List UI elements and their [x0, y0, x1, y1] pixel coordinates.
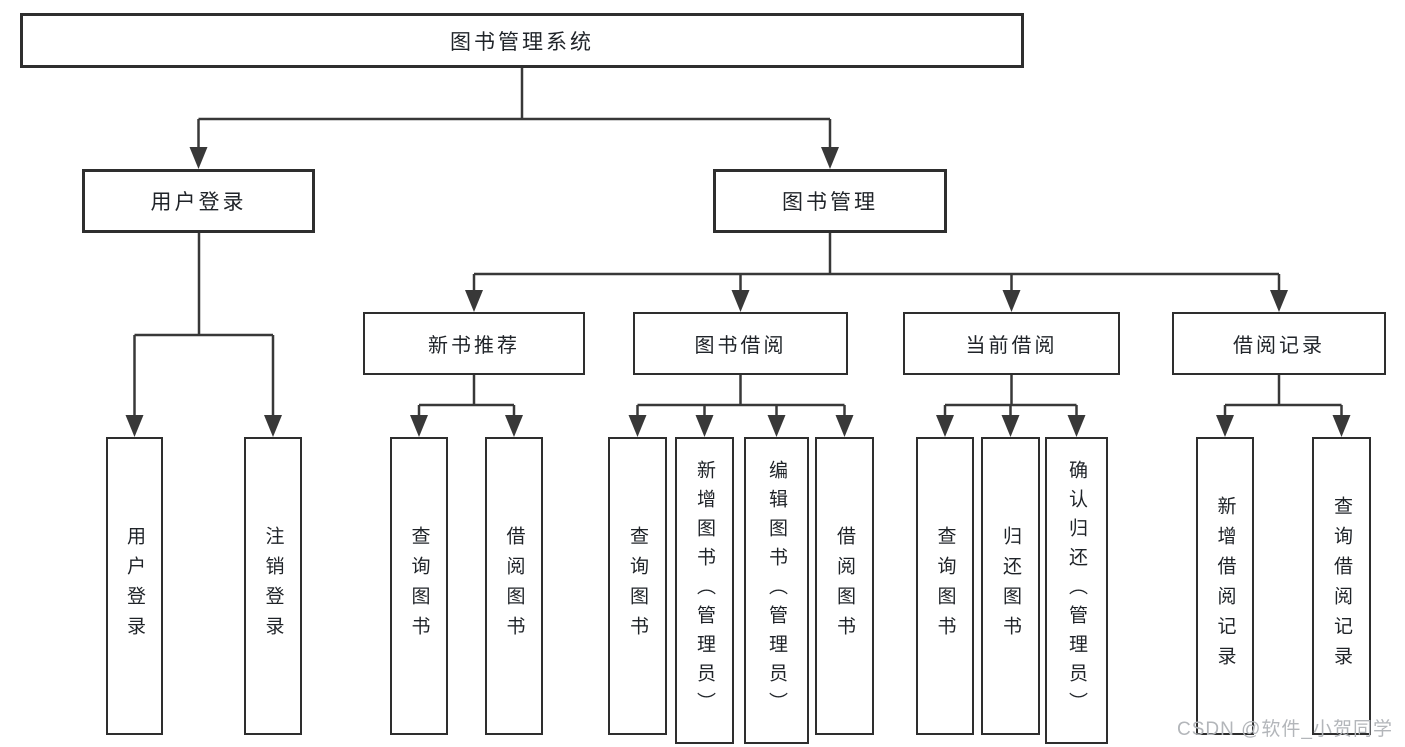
- node-label: 用户登录: [124, 526, 145, 646]
- node-library-management-system: 图书管理系统: [20, 13, 1024, 68]
- node-label: 借阅记录: [1233, 335, 1325, 357]
- leaf-edit-books-admin: 编辑图书（管理员）: [744, 437, 809, 744]
- node-label: 借阅图书: [834, 526, 855, 646]
- leaf-query-books-current: 查询图书: [916, 437, 974, 735]
- node-label: 查询图书: [934, 526, 956, 646]
- csdn-watermark: CSDN @软件_小贺同学: [1177, 719, 1393, 740]
- leaf-query-books-recommend: 查询图书: [390, 437, 448, 735]
- leaf-borrow-books-recommend: 借阅图书: [485, 437, 543, 735]
- leaf-borrow-books: 借阅图书: [815, 437, 874, 735]
- node-label: 归还图书: [1000, 526, 1021, 646]
- leaf-user-login: 用户登录: [106, 437, 163, 735]
- node-label: 当前借阅: [965, 335, 1058, 357]
- node-label: 图书管理: [782, 191, 878, 214]
- leaf-query-borrow-record: 查询借阅记录: [1312, 437, 1371, 735]
- node-label: 新增借阅记录: [1214, 496, 1236, 676]
- leaf-query-books-borrow: 查询图书: [608, 437, 667, 735]
- leaf-add-borrow-record: 新增借阅记录: [1196, 437, 1254, 735]
- leaf-return-books: 归还图书: [981, 437, 1040, 735]
- node-label: 编辑图书（管理员）: [766, 460, 787, 721]
- leaf-logout: 注销登录: [244, 437, 302, 735]
- node-label: 用户登录: [150, 191, 247, 214]
- node-book-management: 图书管理: [713, 169, 947, 233]
- node-label: 借阅图书: [503, 526, 525, 646]
- node-label: 图书管理系统: [450, 30, 594, 54]
- node-new-book-recommend: 新书推荐: [363, 312, 585, 375]
- node-label: 确认归还（管理员）: [1066, 460, 1087, 721]
- leaf-confirm-return-admin: 确认归还（管理员）: [1045, 437, 1108, 744]
- node-label: 图书借阅: [694, 335, 787, 357]
- node-current-borrow: 当前借阅: [903, 312, 1120, 375]
- node-label: 查询图书: [408, 526, 430, 646]
- node-borrow-records: 借阅记录: [1172, 312, 1386, 375]
- node-label: 查询图书: [627, 526, 648, 646]
- node-label: 注销登录: [262, 526, 284, 646]
- node-label: 查询借阅记录: [1331, 496, 1352, 676]
- node-label: 新增图书（管理员）: [694, 460, 715, 721]
- node-user-login: 用户登录: [82, 169, 315, 233]
- leaf-add-books-admin: 新增图书（管理员）: [675, 437, 734, 744]
- node-label: 新书推荐: [428, 335, 520, 357]
- node-book-borrow: 图书借阅: [633, 312, 848, 375]
